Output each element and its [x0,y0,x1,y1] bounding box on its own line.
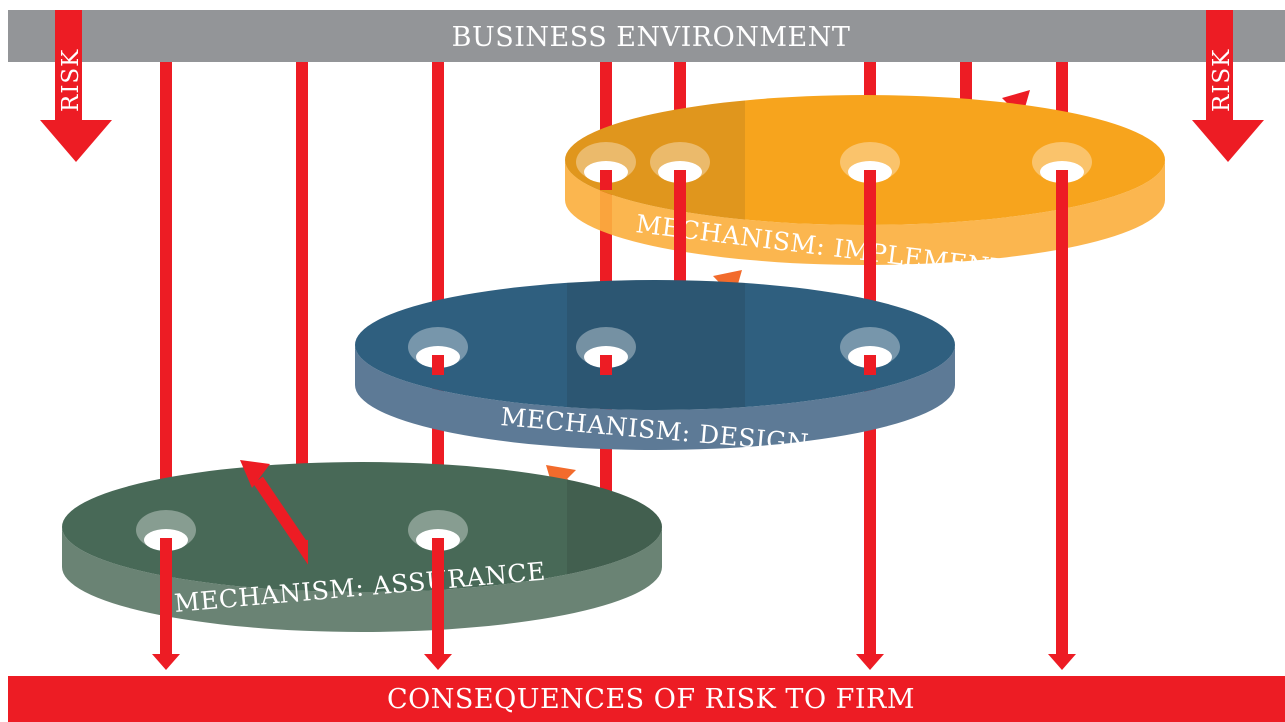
risk-label-right: RISK [1209,49,1235,112]
business-environment-band [8,10,1285,62]
business-environment-label: BUSINESS ENVIRONMENT [452,22,851,53]
arrowhead-4 [1048,654,1076,670]
assurance-disc: MECHANISM: ASSURANCE [62,462,662,632]
arrowhead-3 [856,654,884,670]
arrowhead-2 [424,654,452,670]
consequences-band [8,676,1285,722]
risk-arrow-right: RISK [1192,10,1264,162]
risk-label-left: RISK [58,49,84,112]
risk-arrow-left: RISK [40,10,112,162]
risk-line-2 [296,62,308,545]
arrowhead-1 [152,654,180,670]
consequences-label: CONSEQUENCES OF RISK TO FIRM [387,684,915,715]
consequence-arrowheads [152,654,1076,670]
assurance-deflection-arrow [240,460,308,565]
design-disc: MECHANISM: DESIGN [355,280,955,458]
